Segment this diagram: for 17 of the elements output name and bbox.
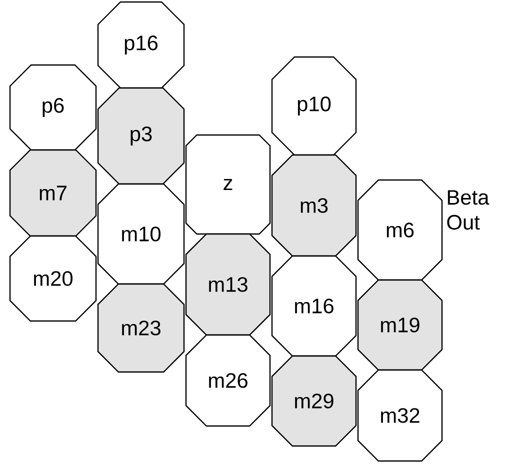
cell-octagon: m6 [357, 179, 443, 281]
cell-octagon: m16 [271, 255, 357, 357]
cell-octagon: m10 [97, 183, 185, 285]
cell-octagon: p10 [271, 56, 357, 156]
cell-octagon: m3 [271, 154, 357, 257]
cell-octagon: m26 [185, 334, 271, 427]
cell-octagon: p16 [97, 1, 185, 89]
cell-octagon: m23 [97, 283, 185, 373]
cell-octagon: m29 [271, 355, 357, 447]
cell-octagon: m13 [185, 233, 271, 336]
cell-octagon: m7 [9, 149, 97, 237]
cell-octagon: m20 [9, 235, 97, 322]
side-label: Beta Out [447, 190, 490, 230]
cell-octagon: m19 [357, 279, 443, 371]
cell-octagon: m32 [357, 369, 443, 462]
cell-octagon: p6 [9, 64, 97, 151]
cell-octagon: p3 [97, 87, 185, 185]
